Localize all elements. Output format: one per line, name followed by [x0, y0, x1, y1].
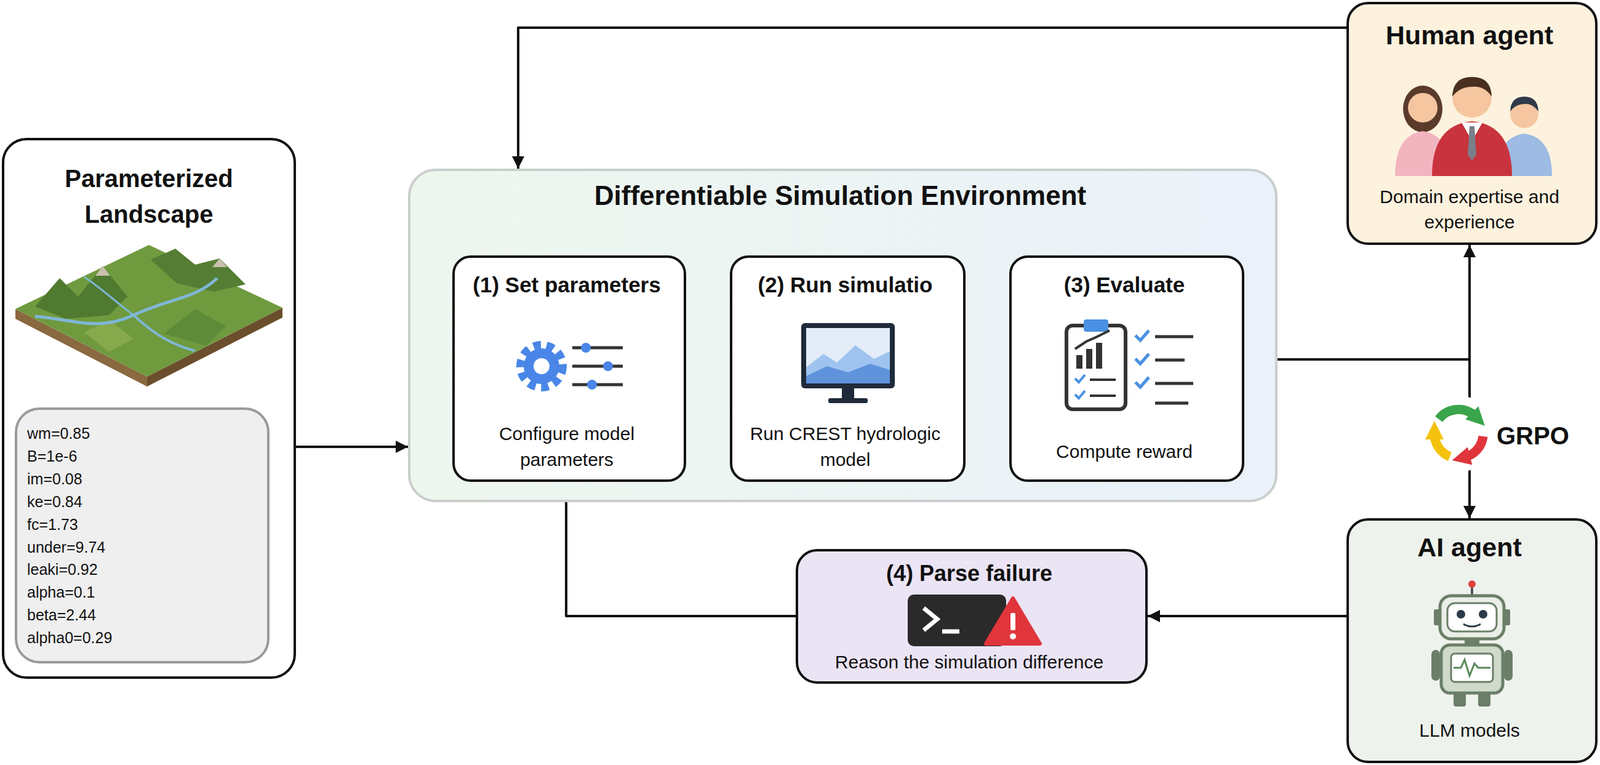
box-title: Parameterized Landscape	[14, 160, 284, 232]
monitor-icon	[798, 318, 898, 410]
text-slot: (4) Parse failure	[801, 560, 1137, 587]
text-slot: fc=1.73	[27, 515, 255, 534]
text-slot: under=9.74	[27, 537, 255, 557]
report-icon	[1061, 316, 1197, 416]
robot-illustration	[1422, 578, 1522, 709]
flow-arrow	[1277, 244, 1470, 360]
terminal-icon	[905, 593, 1044, 648]
flow-arrow	[518, 27, 1347, 169]
panel-box: AI agentLLM models	[1346, 518, 1598, 764]
parameter-value: ke=0.84	[27, 492, 255, 511]
text-slot: wm=0.85	[27, 424, 255, 443]
step-description: Reason the simulation difference	[804, 651, 1135, 674]
inner-box: (2) Run simulatioRun CREST hydrologic mo…	[729, 255, 966, 482]
agent-title: AI agent	[1352, 531, 1587, 564]
step-title: (4) Parse failure	[801, 560, 1137, 587]
step-description: Run CREST hydrologic model	[742, 420, 949, 473]
text-slot: Domain expertise and experience	[1358, 184, 1581, 235]
text-slot: ke=0.84	[27, 492, 255, 511]
text-slot: Human agent	[1352, 19, 1587, 52]
parameter-value: im=0.08	[27, 469, 255, 488]
inner-box: wm=0.85B=1e-6 im=0.08 ke=0.84 fc=1.73 under=…	[14, 407, 270, 664]
agent-title: Human agent	[1352, 19, 1587, 52]
step-description: Configure model parameters	[464, 420, 669, 473]
parameter-value: fc=1.73	[27, 515, 255, 534]
panel-box: Parameterized Landscape wm=0.85B=1e-6 im=0…	[1, 137, 296, 679]
parameter-value: B=1e-6	[27, 446, 255, 466]
parameter-value: under=9.74	[27, 537, 255, 557]
cycle-icon	[1409, 384, 1508, 484]
text-slot: Differentiable Simulation Environment	[420, 179, 1261, 213]
text-slot: alpha0=0.29	[27, 628, 255, 647]
text-slot: Reason the simulation difference	[804, 651, 1135, 674]
parameter-value: wm=0.85	[27, 424, 255, 443]
parameter-value: leaki=0.92	[27, 560, 255, 579]
inner-box: (3) EvaluateCompute reward	[1009, 255, 1245, 482]
method-label: GRPO	[1496, 420, 1570, 451]
step-title: (1) Set parameters	[456, 272, 678, 298]
box-title: Differentiable Simulation Environment	[420, 179, 1261, 213]
text-slot: Parameterized Landscape	[14, 160, 284, 232]
text-slot: im=0.08	[27, 469, 255, 488]
text-slot: (1) Set parameters	[456, 272, 678, 298]
step-description: Compute reward	[1021, 438, 1228, 465]
step-title: (2) Run simulatio	[733, 272, 957, 298]
landscape-illustration	[10, 240, 288, 388]
parameter-value: beta=2.44	[27, 605, 255, 624]
text-slot: Configure model parameters	[464, 420, 669, 473]
text-slot: (3) Evaluate	[1012, 272, 1236, 298]
panel-box: (4) Parse failureReason the simulation d…	[795, 548, 1148, 684]
flow-arrow	[296, 445, 408, 448]
text-slot: beta=2.44	[27, 605, 255, 624]
flow-arrow	[1147, 614, 1347, 618]
agent-description: LLM models	[1358, 719, 1581, 742]
inner-box: (1) Set parametersConfigure model parame…	[452, 255, 687, 482]
people-illustration	[1388, 68, 1556, 176]
agent-description: Domain expertise and experience	[1358, 184, 1581, 235]
text-slot: B=1e-6	[27, 446, 255, 466]
text-slot: alpha=0.1	[27, 582, 255, 602]
panel-box: Differentiable Simulation Environment (1…	[408, 168, 1278, 503]
panel-box: Human agentDomain expertise and experien…	[1346, 1, 1598, 245]
step-title: (3) Evaluate	[1012, 272, 1236, 298]
text-slot: AI agent	[1352, 531, 1587, 564]
text-slot: LLM models	[1358, 719, 1581, 742]
parameter-value: alpha0=0.29	[27, 628, 255, 647]
label-slot: GRPO	[1496, 420, 1570, 451]
parameter-value: alpha=0.1	[27, 582, 255, 602]
text-slot: Compute reward	[1021, 438, 1228, 465]
text-slot: leaki=0.92	[27, 560, 255, 579]
settings-icon	[510, 323, 628, 410]
text-slot: (2) Run simulatio	[733, 272, 957, 298]
text-slot: Run CREST hydrologic model	[742, 420, 949, 473]
